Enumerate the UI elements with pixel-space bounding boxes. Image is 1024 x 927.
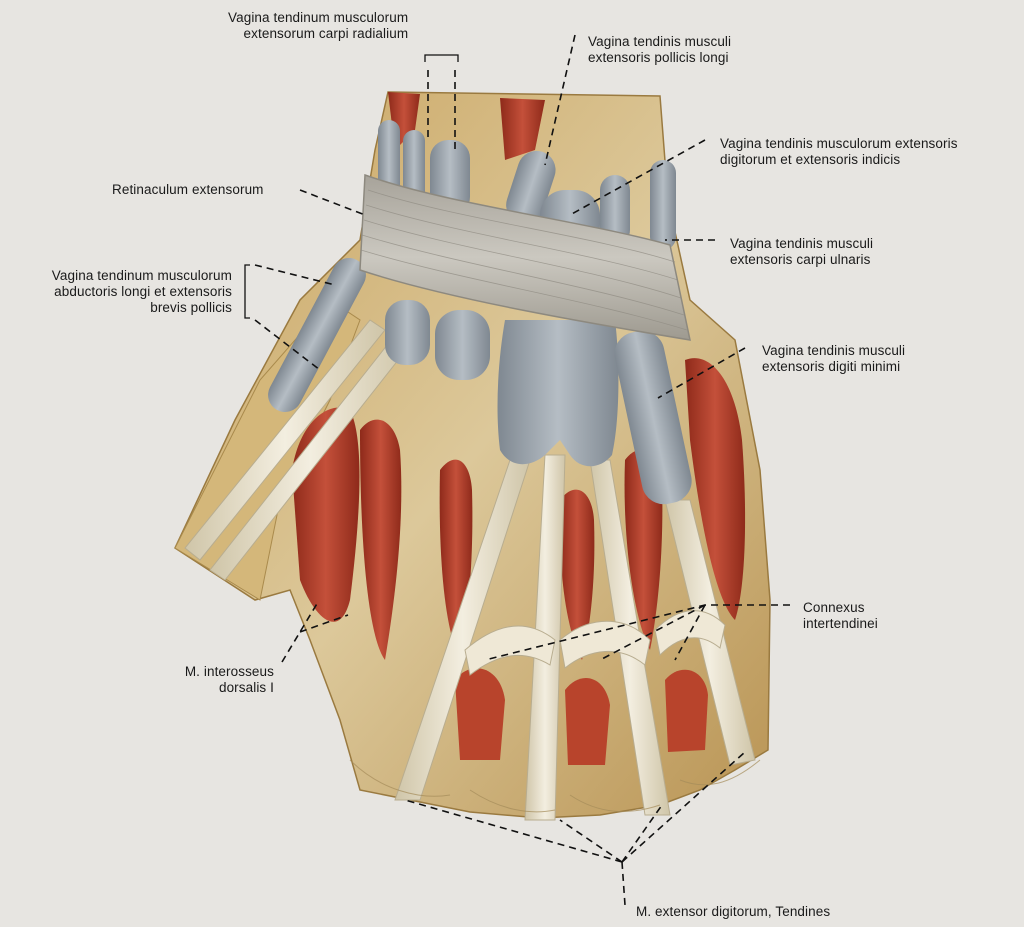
label-interosseus: M. interosseus dorsalis I	[160, 664, 274, 696]
interosseus-muscle-4	[559, 489, 595, 660]
label-ecr-line2: extensorum carpi radialium	[243, 26, 409, 41]
label-edi-line1: Vagina tendinis musculorum extensoris	[720, 136, 958, 151]
leader-interosseus-2	[299, 614, 349, 633]
label-ecr-line1: Vagina tendinum musculorum	[228, 10, 409, 25]
retinaculum-fibers	[360, 189, 688, 331]
finger-pocket-1	[455, 668, 505, 760]
label-connexus-line2: intertendinei	[803, 616, 878, 631]
leader-ed-5	[621, 861, 626, 906]
leader-ed-2	[559, 819, 623, 863]
sheath-ecr-lower-2	[435, 310, 490, 380]
label-extensor-digitorum-line1: M. extensor digitorum, Tendines	[636, 904, 831, 919]
sheath-apl	[268, 257, 366, 413]
label-ecu-line2: extensoris carpi ulnaris	[730, 252, 871, 267]
leader-retinaculum	[299, 189, 366, 216]
label-epl-line2: extensoris pollicis longi	[588, 50, 729, 65]
label-apl: Vagina tendinum musculorum abductoris lo…	[14, 268, 232, 316]
label-epl: Vagina tendinis musculi extensoris polli…	[588, 34, 731, 66]
finger-pocket-2	[565, 678, 610, 765]
sheath-ecr-lower	[385, 300, 430, 365]
thumb-tendon-1	[184, 319, 386, 561]
leader-edi	[569, 139, 706, 216]
sheath-edm	[614, 330, 692, 505]
bracket-ecr	[424, 54, 459, 62]
leader-apl-1	[254, 264, 336, 286]
leader-ed-1	[404, 799, 623, 863]
forearm-muscle-mid	[500, 98, 545, 160]
retinaculum-band	[359, 173, 691, 341]
leader-ed-4	[621, 751, 746, 863]
label-retinaculum-line1: Retinaculum extensorum	[112, 182, 264, 197]
label-edi-line2: digitorum et extensoris indicis	[720, 152, 901, 167]
label-ecu: Vagina tendinis musculi extensoris carpi…	[730, 236, 873, 268]
leader-apl-2	[254, 319, 321, 371]
leader-connexus-2	[599, 604, 706, 661]
leader-edm	[657, 347, 746, 399]
label-connexus: Connexus intertendinei	[803, 600, 878, 632]
label-extensor-digitorum: M. extensor digitorum, Tendines	[636, 904, 830, 920]
label-ecr: Vagina tendinum musculorum extensorum ca…	[228, 10, 408, 42]
sheath-ecr-1	[378, 120, 400, 200]
label-edi: Vagina tendinis musculorum extensoris di…	[720, 136, 958, 168]
label-ecu-line1: Vagina tendinis musculi	[730, 236, 874, 251]
leader-connexus-3	[674, 604, 706, 661]
label-apl-line1: Vagina tendinum musculorum	[51, 268, 232, 283]
connexus-band-2	[559, 620, 651, 669]
label-connexus-line1: Connexus	[803, 600, 865, 615]
knuckle-folds	[349, 759, 761, 813]
finger-pocket-3	[665, 669, 708, 752]
interosseus-muscle-2	[360, 419, 402, 660]
label-apl-line3: brevis pollicis	[150, 300, 232, 315]
label-edm: Vagina tendinis musculi extensoris digit…	[762, 343, 905, 375]
hypothenar-muscle	[685, 358, 746, 620]
connexus-band-1	[464, 625, 556, 676]
label-edm-line1: Vagina tendinis musculi	[762, 343, 906, 358]
label-apl-line2: abductoris longi et extensoris	[54, 284, 232, 299]
sheath-ecu	[650, 160, 676, 250]
sheath-fourth	[600, 175, 630, 245]
label-interosseus-line1: M. interosseus	[184, 664, 274, 679]
label-epl-line1: Vagina tendinis musculi	[588, 34, 732, 49]
leader-epl	[544, 34, 576, 166]
label-interosseus-line2: dorsalis I	[218, 680, 274, 695]
bracket-apl	[244, 264, 250, 319]
label-retinaculum: Retinaculum extensorum	[112, 182, 264, 198]
label-edm-line2: extensoris digiti minimi	[762, 359, 901, 374]
sheath-ed-main	[497, 320, 619, 467]
